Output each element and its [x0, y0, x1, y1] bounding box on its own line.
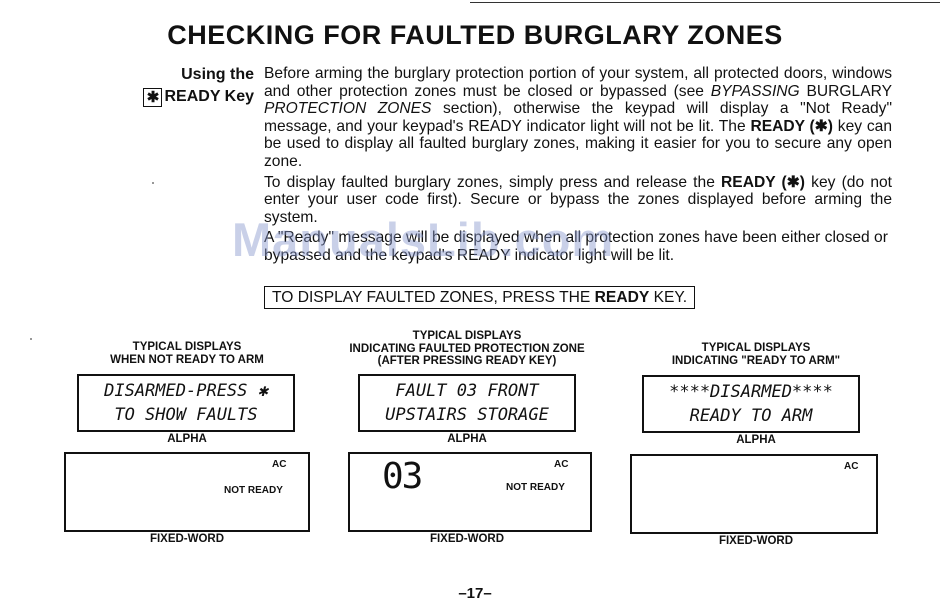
para1-italic1: BYPASSING [710, 82, 800, 100]
alpha-lcd: DISARMED-PRESS ✱ TO SHOW FAULTS [77, 374, 295, 432]
para1-text1: Before arming the burglary protection po… [264, 65, 892, 100]
body-text: Before arming the burglary protection po… [264, 65, 892, 268]
display-caption: TYPICAL DISPLAYS INDICATING FAULTED PROT… [336, 330, 598, 368]
lcd-line: DISARMED-PRESS ✱ [104, 381, 268, 401]
display-column-not-ready: TYPICAL DISPLAYS WHEN NOT READY TO ARM D… [64, 328, 310, 553]
lcd-line: TO SHOW FAULTS [114, 405, 258, 425]
star-key-icon: ✱ [143, 88, 163, 107]
not-ready-indicator: NOT READY [224, 485, 283, 496]
alpha-label: ALPHA [736, 434, 776, 446]
para1-text2: BURGLARY [799, 82, 892, 100]
fixed-word-label: FIXED-WORD [429, 533, 505, 545]
fixed-word-display: 03 AC NOT READY [348, 452, 592, 532]
alpha-lcd: FAULT 03 FRONT UPSTAIRS STORAGE [358, 374, 576, 432]
paragraph-intro: Before arming the burglary protection po… [264, 65, 892, 171]
side-heading: Using the ✱READY Key [112, 64, 254, 108]
scan-speck [30, 338, 32, 340]
page-title: CHECKING FOR FAULTED BURGLARY ZONES [167, 20, 783, 50]
instruction-bold: READY [594, 289, 650, 306]
lcd-line: READY TO ARM [689, 406, 813, 426]
display-caption: TYPICAL DISPLAYS INDICATING "READY TO AR… [628, 342, 884, 367]
ac-indicator: AC [554, 459, 569, 470]
side-heading-line2: ✱READY Key [112, 86, 254, 108]
fixed-word-display: AC NOT READY [64, 452, 310, 532]
alpha-lcd: ****DISARMED**** READY TO ARM [642, 375, 860, 433]
caption-line: INDICATING FAULTED PROTECTION ZONE [349, 342, 585, 355]
display-column-ready: TYPICAL DISPLAYS INDICATING "READY TO AR… [628, 328, 884, 553]
alpha-label: ALPHA [167, 433, 207, 445]
para1-italic2: PROTECTION ZONES [264, 100, 432, 118]
display-caption: TYPICAL DISPLAYS WHEN NOT READY TO ARM [64, 341, 310, 366]
display-column-faulted-zone: TYPICAL DISPLAYS INDICATING FAULTED PROT… [336, 328, 598, 553]
caption-line: TYPICAL DISPLAYS [412, 330, 522, 342]
para2-bold1: READY (✱) [721, 173, 805, 191]
alpha-label: ALPHA [447, 433, 487, 445]
instruction-end: KEY. [649, 289, 688, 306]
para2-text2: key (do not enter your user code first).… [264, 173, 892, 226]
para1-text4: key can be used to display all faulted b… [264, 117, 893, 170]
fixed-word-label: FIXED-WORD [718, 535, 794, 547]
lcd-line: FAULT 03 FRONT [395, 381, 539, 401]
caption-line: INDICATING "READY TO ARM" [671, 354, 841, 367]
caption-line: TYPICAL DISPLAYS [701, 342, 811, 354]
fixed-word-display: AC [630, 454, 878, 534]
instruction-text: TO DISPLAY FAULTED ZONES, PRESS THE [272, 289, 595, 306]
para1-bold1: READY (✱) [750, 117, 833, 135]
scan-speck [152, 182, 154, 184]
lcd-line: UPSTAIRS STORAGE [385, 405, 549, 425]
side-heading-line1: Using the [181, 66, 254, 83]
fixed-word-label: FIXED-WORD [149, 533, 225, 545]
para1-text3: section), otherwise the keypad will disp… [264, 100, 893, 135]
paragraph-display-faults: To display faulted burglary zones, simpl… [264, 174, 892, 227]
not-ready-indicator: NOT READY [506, 482, 565, 493]
caption-line: (AFTER PRESSING READY KEY) [377, 355, 557, 367]
page-number: –17– [458, 585, 492, 602]
instruction-box: TO DISPLAY FAULTED ZONES, PRESS THE READ… [264, 286, 696, 309]
para2-text1: To display faulted burglary zones, simpl… [264, 173, 722, 191]
zone-digits: 03 [382, 456, 423, 497]
caption-line: TYPICAL DISPLAYS [132, 341, 242, 353]
caption-line: WHEN NOT READY TO ARM [110, 353, 264, 366]
top-rule [470, 2, 940, 3]
ready-key-label: READY Key [164, 88, 254, 105]
lcd-line: ****DISARMED**** [669, 382, 833, 402]
ac-indicator: AC [844, 461, 859, 472]
paragraph-ready-message: A "Ready" message will be displayed when… [264, 229, 888, 264]
ac-indicator: AC [272, 459, 287, 470]
